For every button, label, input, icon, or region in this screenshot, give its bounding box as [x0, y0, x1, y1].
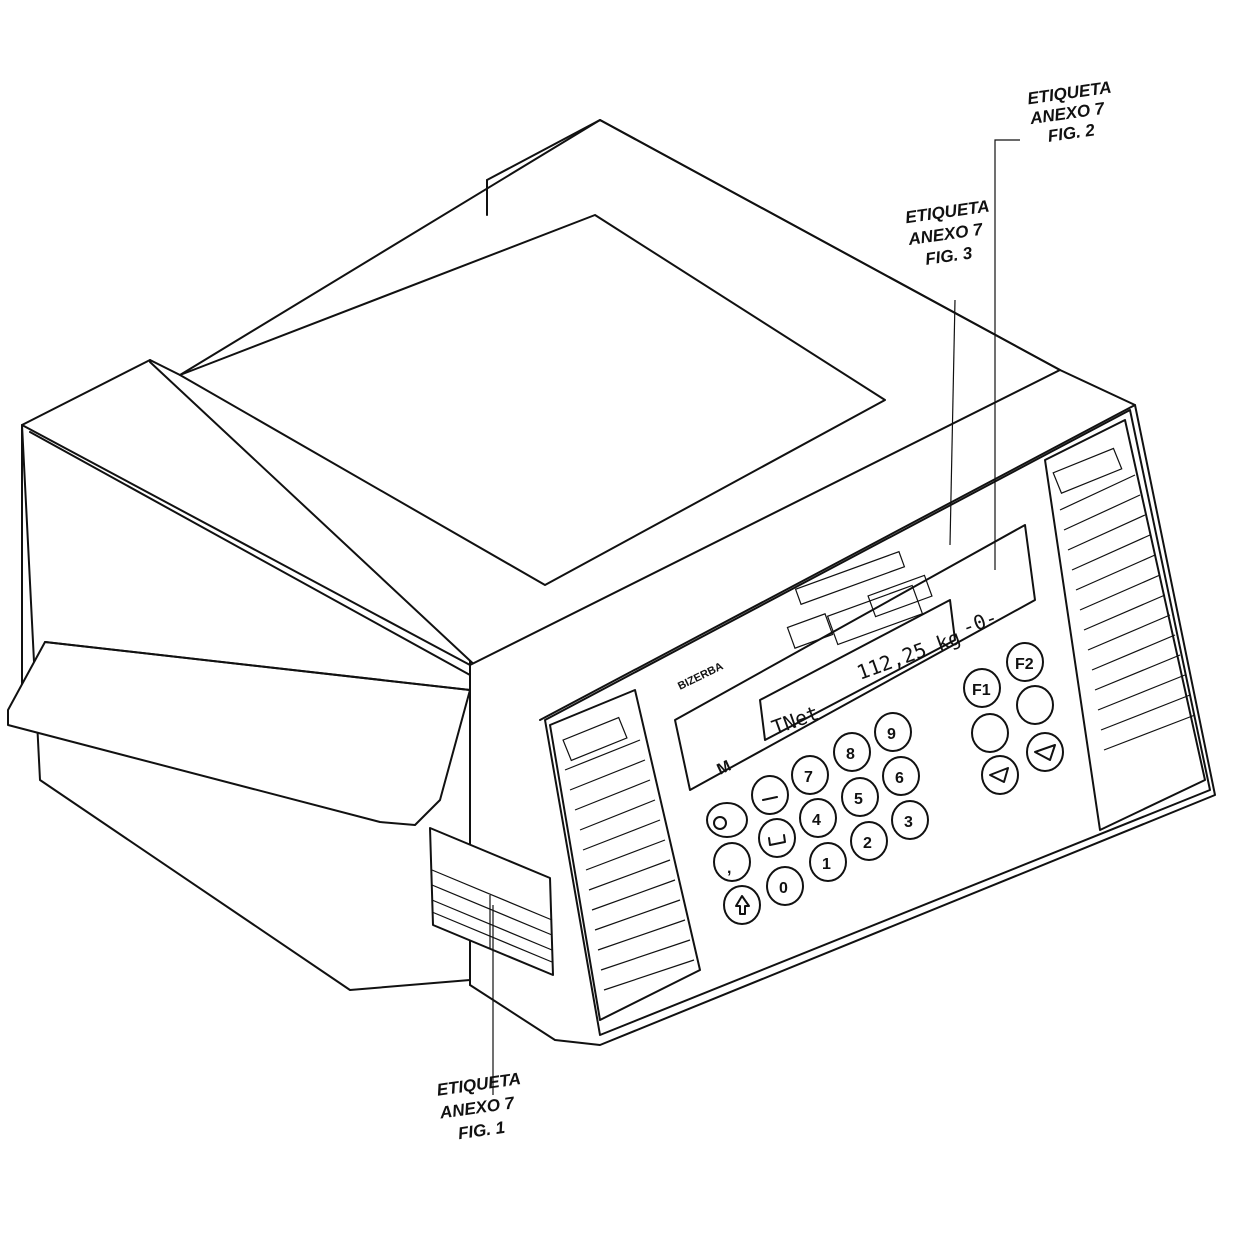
key-blank[interactable]: [1016, 685, 1054, 725]
key-f2[interactable]: F2: [1006, 642, 1044, 682]
svg-text:5: 5: [854, 791, 863, 808]
callout-fig2: ETIQUETA ANEXO 7 FIG. 2: [1026, 78, 1113, 146]
svg-text:F2: F2: [1015, 656, 1034, 673]
key-9[interactable]: 9: [874, 712, 912, 752]
key-2[interactable]: 2: [850, 821, 888, 861]
key-3[interactable]: 3: [891, 800, 929, 840]
left-vent-grill: [564, 739, 695, 991]
key-shift[interactable]: [723, 885, 761, 925]
svg-text:FIG. 1: FIG. 1: [457, 1118, 506, 1143]
svg-text:4: 4: [812, 812, 821, 829]
front-wedge: [7, 641, 471, 826]
svg-text:6: 6: [895, 770, 904, 787]
keypad: 7 8 9 4 5 6 1 2 3 0 , F1 F2 M: [706, 642, 1064, 925]
key-6[interactable]: 6: [882, 756, 920, 796]
key-clear[interactable]: [706, 802, 748, 838]
key-minus[interactable]: [751, 775, 789, 815]
key-8[interactable]: 8: [833, 732, 871, 772]
svg-text:7: 7: [804, 769, 813, 786]
key-1[interactable]: 1: [809, 842, 847, 882]
key-tare[interactable]: [971, 713, 1009, 753]
right-vent-grill: [1059, 474, 1196, 751]
svg-text:0: 0: [779, 880, 788, 897]
svg-text:2: 2: [863, 835, 872, 852]
approval-mark: M: [715, 758, 734, 779]
svg-text:8: 8: [846, 746, 855, 763]
svg-text:1: 1: [822, 856, 831, 873]
callout-fig3: ETIQUETA ANEXO 7 FIG. 3: [904, 197, 991, 269]
key-f1[interactable]: F1: [963, 668, 1001, 708]
key-5[interactable]: 5: [841, 777, 879, 817]
svg-text:F1: F1: [972, 682, 991, 699]
key-enter[interactable]: [1026, 732, 1064, 772]
callout-fig1: ETIQUETA ANEXO 7 FIG. 1: [436, 1069, 523, 1143]
key-7[interactable]: 7: [791, 755, 829, 795]
key-space[interactable]: [758, 818, 796, 858]
side-label-plate: [429, 827, 554, 976]
key-4[interactable]: 4: [799, 798, 837, 838]
key-0[interactable]: 0: [766, 866, 804, 906]
key-comma[interactable]: ,: [713, 842, 751, 882]
key-print[interactable]: [981, 755, 1019, 795]
svg-text:9: 9: [887, 726, 896, 743]
svg-text:FIG. 3: FIG. 3: [924, 243, 974, 268]
svg-text:,: ,: [727, 860, 731, 877]
svg-text:3: 3: [904, 814, 913, 831]
weighing-platform: [149, 119, 1061, 671]
callout-leaders: [492, 139, 1020, 1095]
